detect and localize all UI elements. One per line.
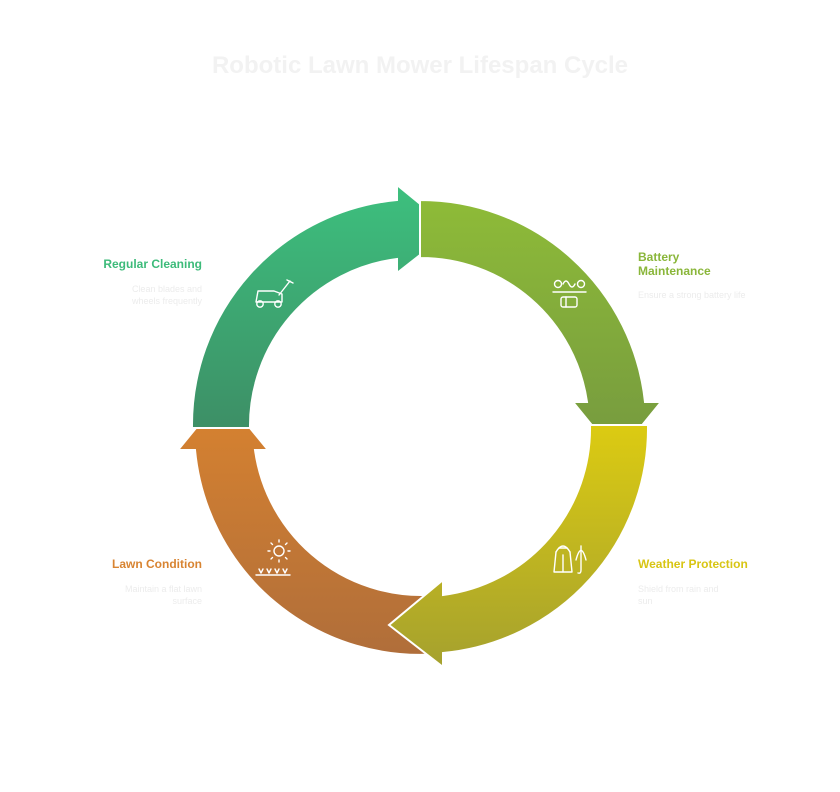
sun-grass-icon	[255, 539, 291, 576]
weather-protection-arrow	[387, 424, 650, 670]
lawn-condition-description: Maintain a flat lawn surface	[124, 584, 202, 606]
lawn-condition-label: Lawn Condition	[112, 557, 202, 571]
battery-maintenance-arrow	[419, 198, 664, 458]
diagram-title: Robotic Lawn Mower Lifespan Cycle	[211, 52, 629, 79]
battery-maintenance-label: Battery Maintenance	[638, 250, 711, 278]
battery-icon	[552, 279, 587, 308]
regular-cleaning-label: Regular Cleaning	[103, 257, 202, 271]
regular-cleaning-arrow	[190, 182, 454, 429]
regular-cleaning-description: Clean blades and wheels frequently	[131, 284, 202, 306]
battery-maintenance-description: Ensure a strong battery life	[638, 290, 746, 300]
weather-protection-description: Shield from rain and sun	[638, 584, 719, 606]
lawn-mower-icon	[255, 279, 294, 308]
weather-protection-label: Weather Protection	[638, 557, 748, 571]
raincoat-umbrella-icon	[553, 545, 587, 574]
lawn-condition-arrow	[175, 393, 441, 656]
